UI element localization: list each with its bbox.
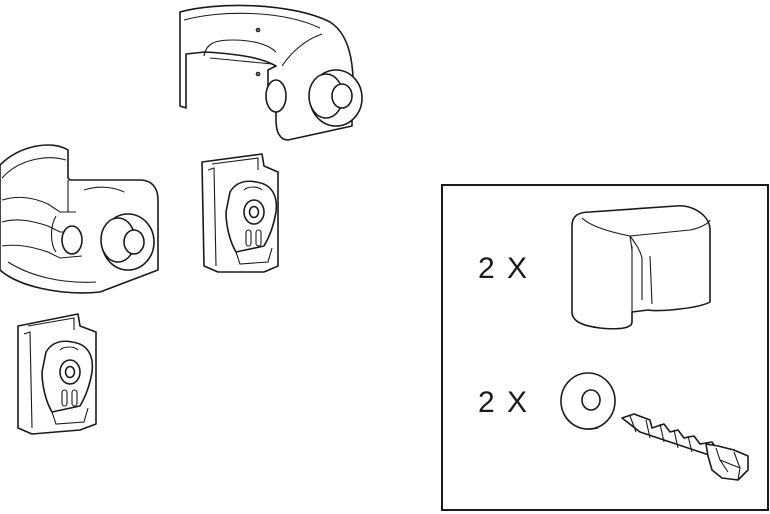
clip-bracket-middle [201, 153, 279, 273]
roller-wheel-left [61, 213, 155, 271]
clip-bracket-lower [17, 313, 97, 435]
quantity-label-end-cap: 2 X [478, 252, 530, 285]
kit-box [441, 184, 769, 511]
end-cap-bracket [571, 205, 711, 330]
roller-wheel-top [265, 69, 363, 127]
left-curved-bracket [0, 144, 159, 294]
lag-screw [621, 413, 749, 481]
top-curved-bracket [179, 4, 363, 141]
quantity-label-screw-set: 2 X [478, 386, 530, 419]
washer [560, 372, 616, 430]
